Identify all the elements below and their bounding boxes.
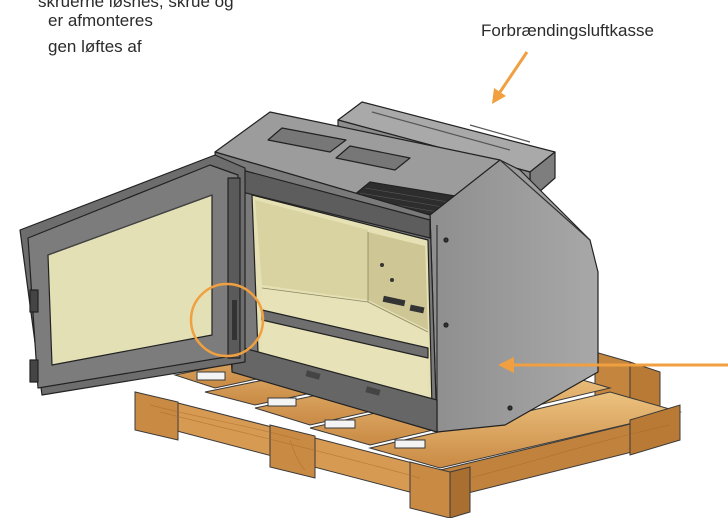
arrow-to-side-panel-head	[498, 357, 514, 373]
instruction-line-3: gen løftes af	[48, 37, 142, 56]
annotations	[189, 51, 728, 373]
instruction-line-2: er afmonteres	[48, 11, 153, 30]
combustion-air-box-label: Forbrændingsluftkasse	[481, 21, 654, 40]
hinge-highlight-circle	[189, 282, 265, 358]
stove-body	[214, 101, 599, 433]
arrow-to-air-box-head	[492, 88, 506, 104]
arrow-to-air-box	[496, 51, 529, 96]
open-door	[19, 154, 246, 396]
instruction-line-1: skruerne løsnes, skrue og	[38, 0, 234, 11]
